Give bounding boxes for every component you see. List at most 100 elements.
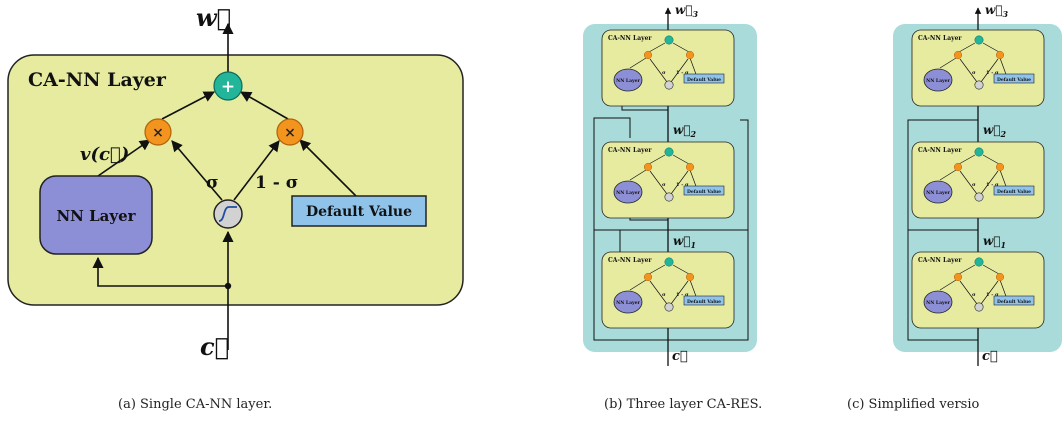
mini-times-node <box>995 272 1005 282</box>
mini-sigmoid-node <box>974 80 984 90</box>
mini-one-minus-sigma-label: 1 - σ <box>986 292 999 298</box>
mini-one-minus-sigma-label: 1 - σ <box>676 70 689 76</box>
ca-nn-layer-1-simplified: CA-NN Layer NN Layer Default Value σ 1 - σ <box>911 251 1045 329</box>
default-value-label: Default Value <box>306 204 412 220</box>
mini-plus-node <box>664 35 674 45</box>
mini-default-label: Default Value <box>687 189 721 195</box>
mini-nn-box <box>613 68 643 92</box>
w2-label: w⃗2 <box>673 123 697 139</box>
mini-default-label: Default Value <box>997 189 1031 195</box>
mini-default-label: Default Value <box>997 299 1031 305</box>
mini-default-label: Default Value <box>687 77 721 83</box>
input-label-b: c⃗ <box>672 349 688 364</box>
ca-nn-layer-2-simplified: CA-NN Layer NN Layer Default Value σ 1 - σ <box>911 141 1045 219</box>
mini-plus-node <box>974 147 984 157</box>
mini-sigma-label: σ <box>662 182 666 188</box>
mini-sigma-label: σ <box>662 70 666 76</box>
mini-times-node <box>685 162 695 172</box>
w1-label: w⃗1 <box>673 234 696 250</box>
default-value-box <box>291 195 427 227</box>
mini-plus-node <box>974 257 984 267</box>
multiply-symbol-left: × <box>152 125 164 141</box>
mini-times-node <box>953 50 963 60</box>
sigma-label: σ <box>206 173 219 193</box>
mini-default-box <box>683 185 725 196</box>
mini-nn-box <box>613 290 643 314</box>
mini-default-box <box>993 73 1035 84</box>
mini-times-node <box>685 272 695 282</box>
ca-nn-layer-3: CA-NN Layer NN Layer Default Value σ 1 - σ <box>601 29 735 107</box>
mini-layer-title: CA-NN Layer <box>608 147 652 154</box>
mini-sigma-label: σ <box>972 70 976 76</box>
mini-times-node <box>953 162 963 172</box>
mini-default-box <box>993 185 1035 196</box>
mini-layer-title: CA-NN Layer <box>918 257 962 264</box>
mini-sigmoid-node <box>664 192 674 202</box>
mini-sigma-label: σ <box>972 182 976 188</box>
v-label: v(c⃗) <box>80 144 129 165</box>
panel-a: CA-NN Layer NN Layer Default Value + × ×… <box>7 3 464 361</box>
mini-nn-box <box>613 180 643 204</box>
multiply-node-left <box>144 118 172 146</box>
mini-layer-title: CA-NN Layer <box>918 35 962 42</box>
mini-default-box <box>683 295 725 306</box>
mini-layer-title: CA-NN Layer <box>608 35 652 42</box>
one-minus-sigma-label: 1 - σ <box>255 173 298 193</box>
mini-times-node <box>953 272 963 282</box>
caption-c: (c) Simplified versio <box>847 397 980 412</box>
sigmoid-curve-icon <box>218 206 237 222</box>
mini-layer-title: CA-NN Layer <box>608 257 652 264</box>
mini-sigmoid-node <box>664 302 674 312</box>
w1-label-c: w⃗1 <box>983 234 1006 250</box>
plus-symbol: + <box>221 77 235 97</box>
mini-plus-node <box>664 257 674 267</box>
plus-node <box>213 71 243 101</box>
mini-one-minus-sigma-label: 1 - σ <box>986 70 999 76</box>
mini-one-minus-sigma-label: 1 - σ <box>676 182 689 188</box>
nn-layer-box <box>39 175 153 255</box>
mini-nn-label: NN Layer <box>926 190 950 196</box>
mini-nn-label: NN Layer <box>616 78 640 84</box>
input-label: c⃗ <box>200 332 229 361</box>
layer-title: CA-NN Layer <box>28 69 167 91</box>
mini-one-minus-sigma-label: 1 - σ <box>986 182 999 188</box>
ca-nn-layer-2: CA-NN Layer NN Layer Default Value σ 1 - σ <box>601 141 735 219</box>
caption-b: (b) Three layer CA-RES. <box>604 397 763 412</box>
mini-times-node <box>685 50 695 60</box>
mini-default-label: Default Value <box>997 77 1031 83</box>
w2-label-c: w⃗2 <box>983 123 1007 139</box>
caption-a: (a) Single CA-NN layer. <box>118 397 273 412</box>
mini-default-label: Default Value <box>687 299 721 305</box>
output-label: w⃗ <box>196 3 231 32</box>
mini-sigmoid-node <box>974 302 984 312</box>
mini-plus-node <box>664 147 674 157</box>
mini-sigma-label: σ <box>662 292 666 298</box>
input-label-c: c⃗ <box>982 349 998 364</box>
mini-default-box <box>993 295 1035 306</box>
multiply-node-right <box>276 118 304 146</box>
w3-label: w⃗3 <box>675 3 699 19</box>
mini-times-node <box>995 162 1005 172</box>
mini-nn-label: NN Layer <box>616 190 640 196</box>
nn-layer-label: NN Layer <box>56 207 136 225</box>
mini-times-node <box>643 162 653 172</box>
mini-nn-label: NN Layer <box>616 300 640 306</box>
w3-label-c: w⃗3 <box>985 3 1009 19</box>
mini-times-node <box>643 272 653 282</box>
mini-layer-title: CA-NN Layer <box>918 147 962 154</box>
mini-sigmoid-node <box>664 80 674 90</box>
mini-default-box <box>683 73 725 84</box>
mini-nn-label: NN Layer <box>926 300 950 306</box>
mini-one-minus-sigma-label: 1 - σ <box>676 292 689 298</box>
mini-times-node <box>995 50 1005 60</box>
mini-nn-label: NN Layer <box>926 78 950 84</box>
mini-sigma-label: σ <box>972 292 976 298</box>
ca-nn-layer-1: CA-NN Layer NN Layer Default Value σ 1 - σ <box>601 251 735 329</box>
mini-nn-box <box>923 180 953 204</box>
multiply-symbol-right: × <box>284 125 296 141</box>
mini-times-node <box>643 50 653 60</box>
ca-nn-layer-3-simplified: CA-NN Layer NN Layer Default Value σ 1 - σ <box>911 29 1045 107</box>
